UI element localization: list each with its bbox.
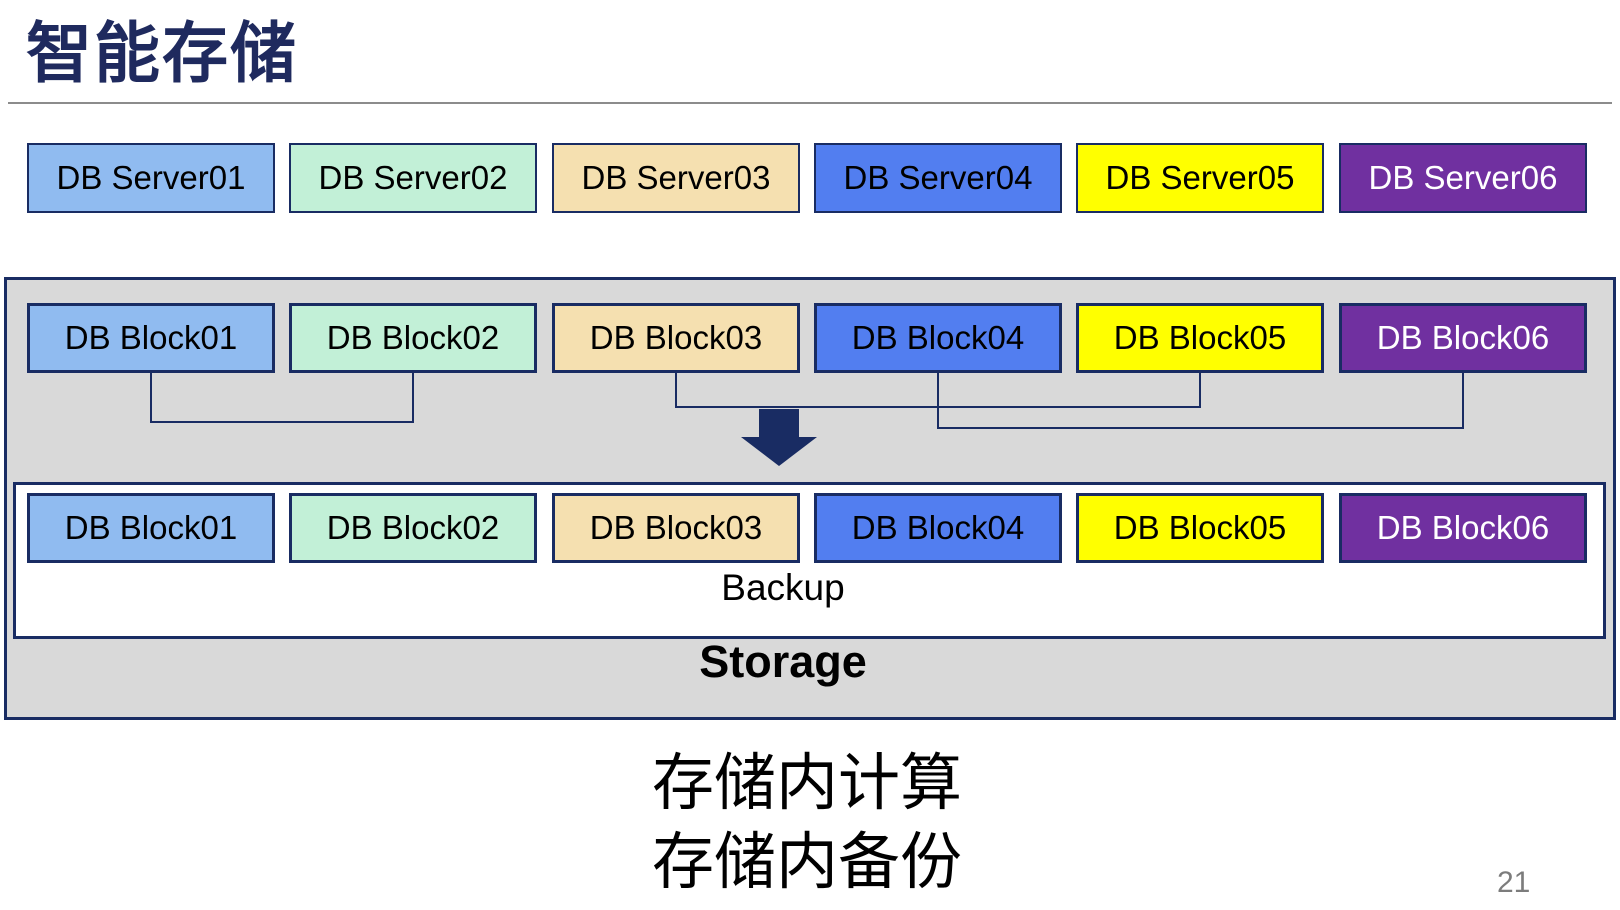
- connector-line-segment: [937, 427, 1464, 429]
- db-block04-top-box: DB Block04: [814, 303, 1062, 373]
- db-block03-bottom-box: DB Block03: [552, 493, 800, 563]
- db-server03-box: DB Server03: [552, 143, 800, 213]
- page-number: 21: [1497, 866, 1531, 899]
- db-block05-top-box: DB Block05: [1076, 303, 1324, 373]
- storage-label: Storage: [699, 636, 867, 687]
- connector-line-segment: [412, 373, 414, 423]
- connector-line-segment: [1462, 373, 1464, 429]
- db-server01-box: DB Server01: [27, 143, 275, 213]
- connector-line-segment: [1199, 373, 1201, 408]
- caption-line-1: 存储内计算: [652, 749, 963, 818]
- backup-label: Backup: [721, 567, 845, 608]
- page-title: 智能存储: [26, 16, 298, 90]
- caption-line-2: 存储内备份: [652, 828, 963, 897]
- connector-line-segment: [150, 421, 414, 423]
- db-block04-bottom-box: DB Block04: [814, 493, 1062, 563]
- db-server02-box: DB Server02: [289, 143, 537, 213]
- db-server04-box: DB Server04: [814, 143, 1062, 213]
- connector-line-segment: [937, 373, 939, 429]
- db-block05-bottom-box: DB Block05: [1076, 493, 1324, 563]
- caption-text: 存储内计算 存储内备份: [652, 744, 962, 902]
- title-divider: [8, 102, 1612, 104]
- db-block03-top-box: DB Block03: [552, 303, 800, 373]
- down-arrow-icon: [741, 437, 817, 466]
- db-block01-bottom-box: DB Block01: [27, 493, 275, 563]
- down-arrow-icon: [759, 409, 799, 438]
- db-server05-box: DB Server05: [1076, 143, 1324, 213]
- connector-line-segment: [675, 373, 677, 408]
- connector-line-segment: [150, 373, 152, 423]
- db-block06-bottom-box: DB Block06: [1339, 493, 1587, 563]
- db-block02-bottom-box: DB Block02: [289, 493, 537, 563]
- db-block02-top-box: DB Block02: [289, 303, 537, 373]
- db-block01-top-box: DB Block01: [27, 303, 275, 373]
- db-block06-top-box: DB Block06: [1339, 303, 1587, 373]
- db-server06-box: DB Server06: [1339, 143, 1587, 213]
